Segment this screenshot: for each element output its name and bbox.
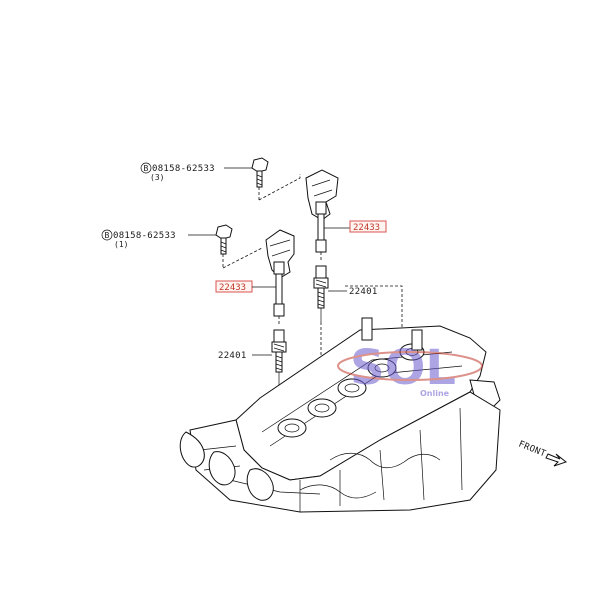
watermark-subtext: Online [420, 389, 450, 398]
watermark-swoosh [337, 351, 483, 381]
plug-right-drawing [313, 265, 329, 372]
coil-right-part-number: 22433 [353, 223, 380, 233]
bolt-left-drawing [215, 224, 233, 268]
bolt-top-drawing [251, 157, 269, 200]
bolt-top-part-number: 08158-62533 [152, 164, 215, 174]
coil-left-drawing [265, 229, 295, 326]
callout-plug-left: 22401 [218, 351, 272, 361]
bolt-left-marker-circle [101, 229, 113, 241]
bolt-left-marker: B [105, 231, 110, 240]
engine-head-drawing [179, 317, 501, 513]
plug-right-part-number: 22401 [349, 287, 378, 297]
guide-lines [222, 174, 403, 330]
callout-plug-right: 22401 [328, 287, 378, 297]
bolt-top-marker-circle [140, 162, 152, 174]
bolt-top-qty: (3) [150, 173, 164, 182]
coil-left-highlight [215, 280, 253, 293]
coil-right-drawing [305, 169, 339, 262]
coil-left-part-number: 22433 [219, 283, 246, 293]
callout-bolt-left: B 08158-62533 (1) [101, 229, 216, 249]
plug-left-part-number: 22401 [218, 351, 247, 361]
watermark-logo: SOL [350, 340, 456, 396]
front-direction-indicator: FRONT [517, 440, 568, 467]
front-arrow-icon [545, 453, 568, 467]
bolt-top-marker: B [144, 164, 149, 173]
callout-bolt-top: B 08158-62533 (3) [140, 162, 252, 182]
bolt-left-part-number: 08158-62533 [113, 231, 176, 241]
front-label: FRONT [517, 440, 548, 460]
watermark: SOL Online [337, 340, 483, 398]
bolt-left-qty: (1) [114, 240, 128, 249]
coil-right-highlight [349, 220, 387, 233]
callout-coil-right: 22433 [324, 220, 387, 233]
callout-coil-left: 22433 [215, 280, 276, 293]
